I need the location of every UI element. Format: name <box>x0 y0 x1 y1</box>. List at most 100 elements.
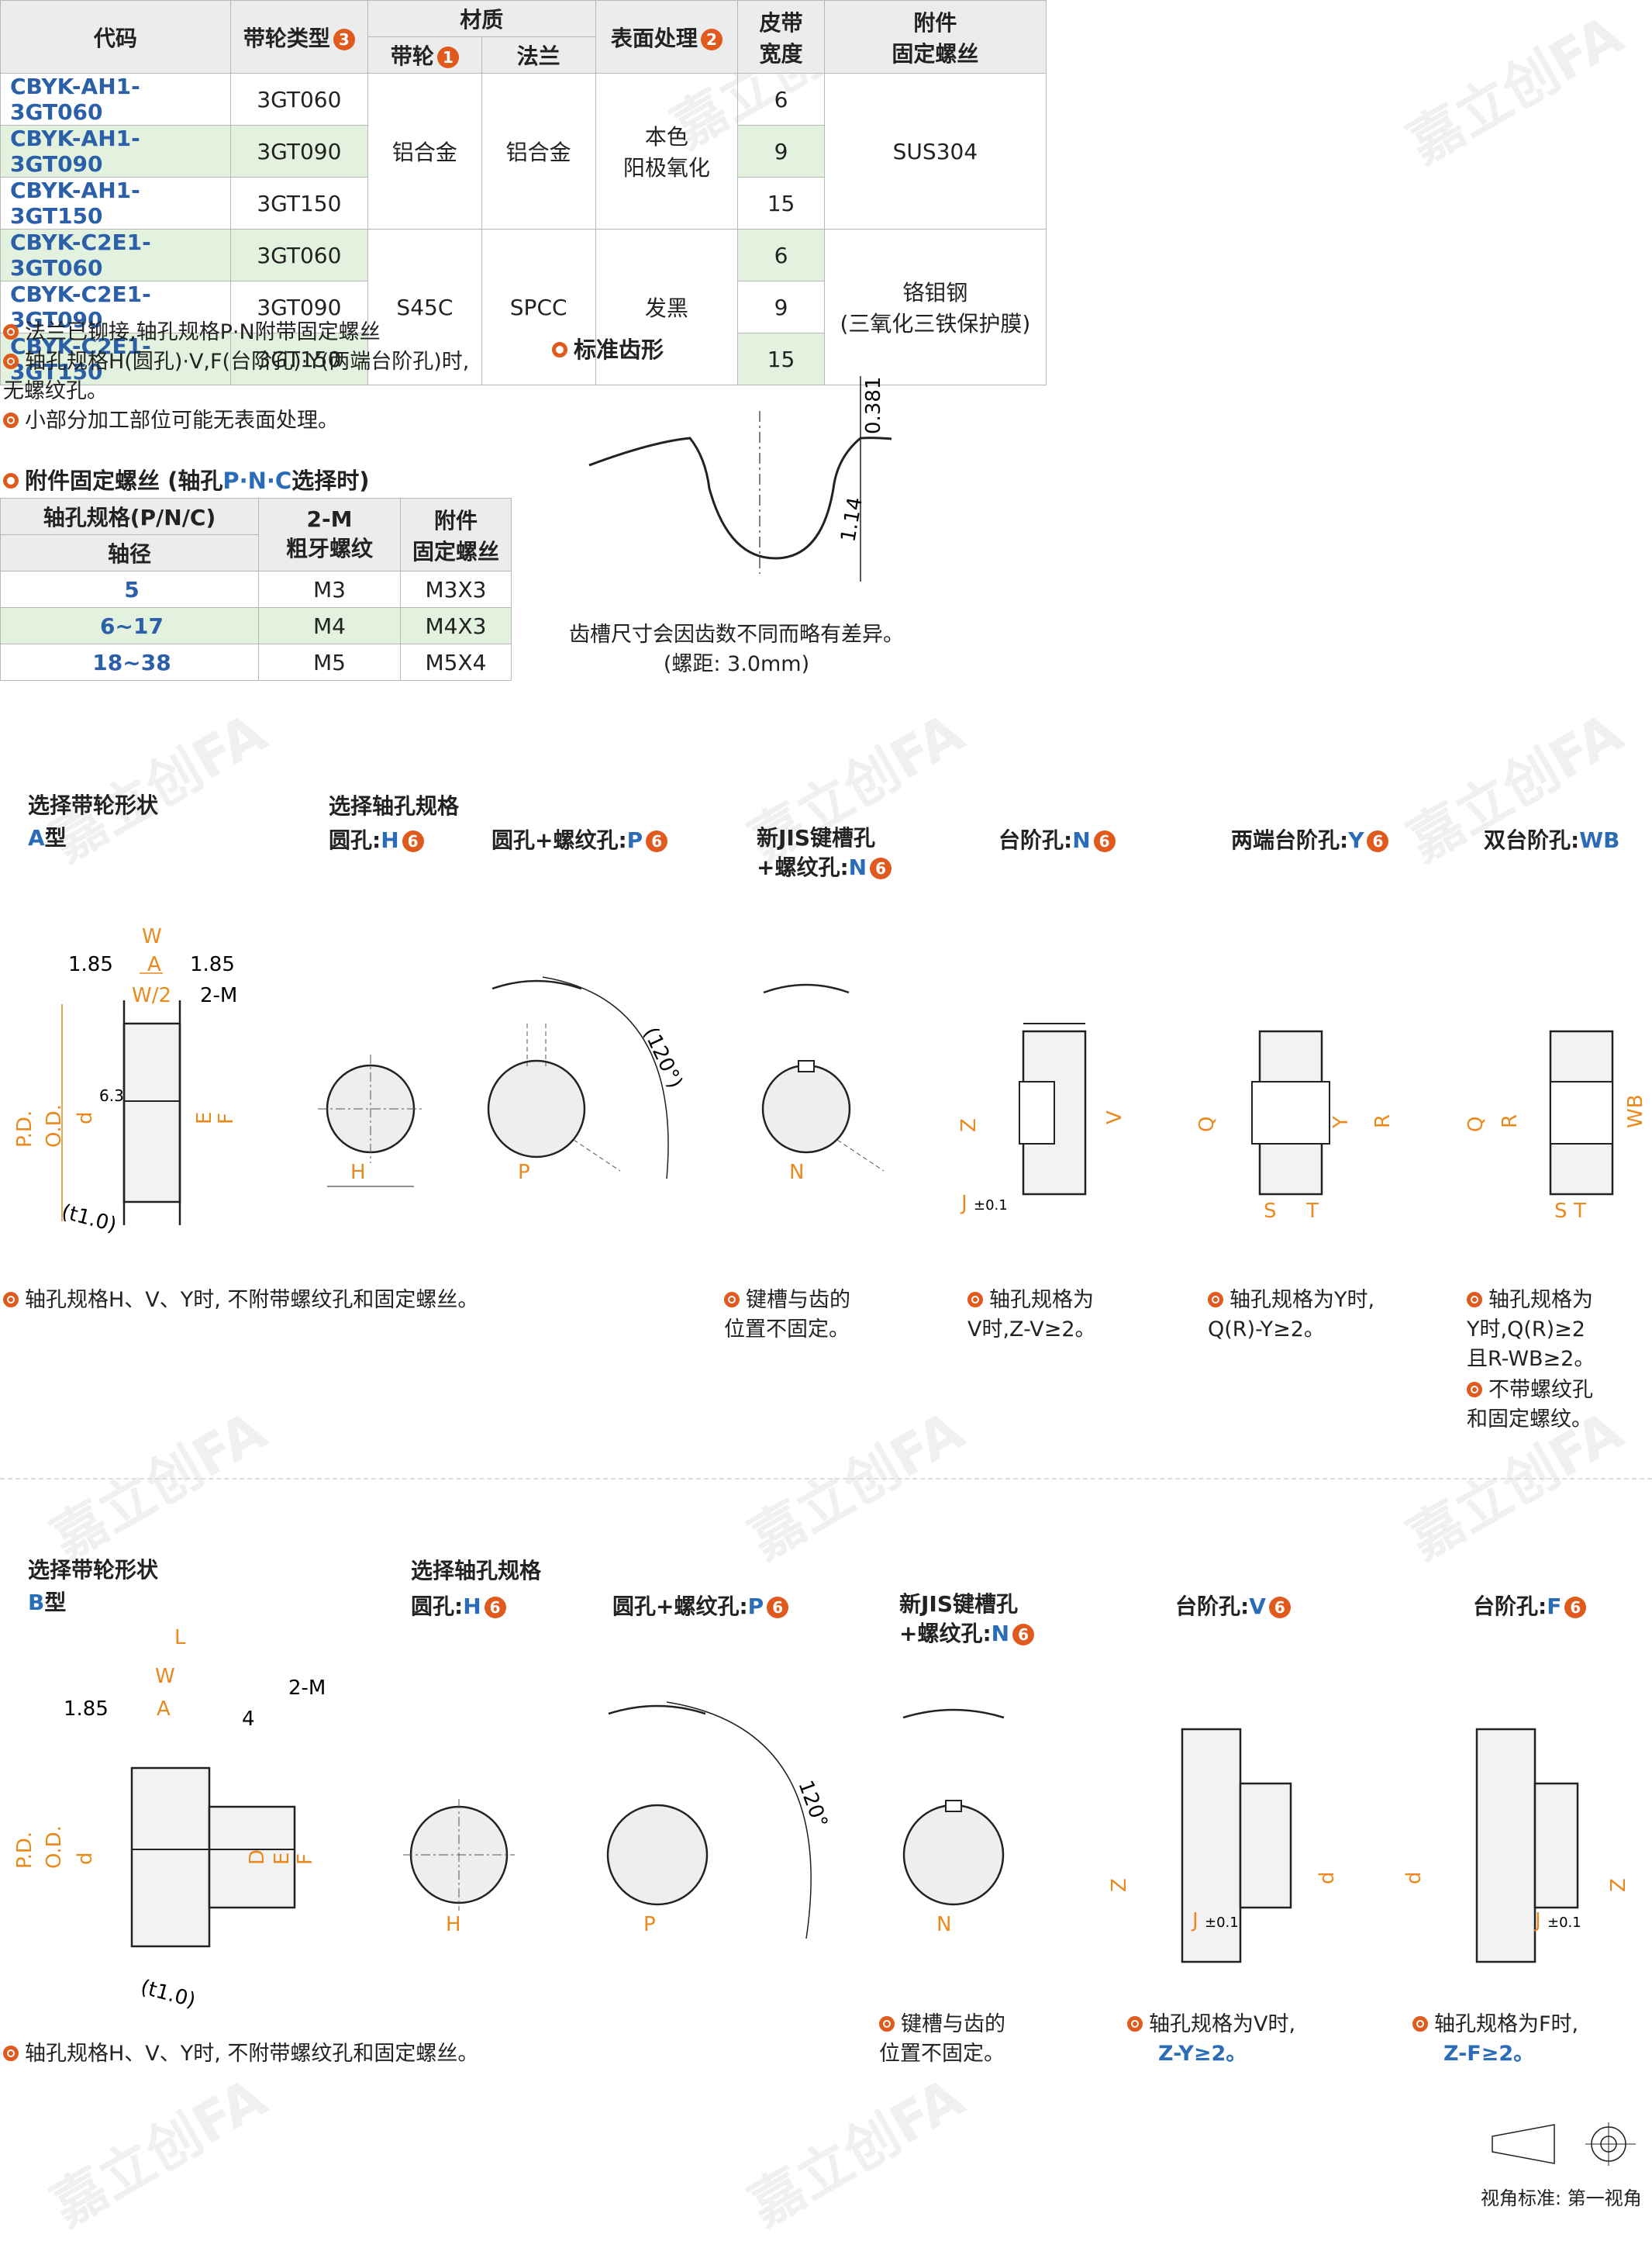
cell-flange: 铝合金 <box>481 73 596 230</box>
dim-q: Q <box>1195 1117 1219 1132</box>
tooth-dim-1: 0.381 <box>862 377 885 434</box>
dim-bh: H <box>446 1913 461 1936</box>
tooth-profile-drawing: 0.381 1.14 <box>588 376 892 582</box>
section-a-note-4: 轴孔规格为Y时, Q(R)-Y≥2。 <box>1208 1288 1375 1341</box>
cell-screw: 铬钼钢 (三氧化三铁保护膜) <box>823 229 1047 385</box>
section-a-note-6: 不带螺纹孔 和固定螺纹。 <box>1467 1378 1593 1431</box>
bullet-icon <box>879 2015 895 2032</box>
bullet-icon <box>3 412 19 428</box>
tooth-note: 齿槽尺寸会因齿数不同而略有差异。(螺距: 3.0mm) <box>569 623 904 676</box>
section-divider <box>0 1478 1652 1480</box>
cell-width: 15 <box>737 177 825 230</box>
pulley-a-side: W A W/2 1.85 1.85 2-M P.D. O.D. d 6.3 E … <box>13 925 238 1237</box>
section-a-note-3: 轴孔规格为 V时,Z-V≥2。 <box>967 1288 1096 1341</box>
cell-code: CBYK-C2E1-3GT150 <box>0 333 231 385</box>
dim-bj: J <box>1191 1909 1198 1932</box>
cell-dia: 6~17 <box>0 607 259 644</box>
section-b-note-1: 轴孔规格H、V、Y时, 不附带螺纹孔和固定螺丝。 <box>3 2039 478 2069</box>
note-item: 法兰已铆接,轴孔规格P·N附带固定螺丝 <box>3 318 538 347</box>
bullet-icon <box>3 2045 19 2061</box>
bullet-icon <box>3 353 19 369</box>
cell-m: M5 <box>258 644 401 681</box>
dim-y: Y <box>1330 1116 1353 1129</box>
cell-width: 6 <box>737 229 825 281</box>
bore-b-h-drawing: H <box>403 1799 515 1936</box>
cell-code: CBYK-C2E1-3GT090 <box>0 281 231 333</box>
dim-q2: Q <box>1464 1117 1488 1132</box>
bullet-icon <box>1467 1291 1482 1307</box>
bore-b-f-drawing: d Z J ±0.1 <box>1402 1728 1630 1963</box>
dim-w2: W/2 <box>132 984 171 1007</box>
dim-f: F <box>215 1113 238 1124</box>
cell-surface: 本色 阳极氧化 <box>595 73 739 230</box>
dim-j01: ±0.1 <box>974 1197 1008 1214</box>
projection-symbol-icon <box>1492 2122 1636 2166</box>
dim-bfj: J <box>1533 1909 1541 1932</box>
dim-bn: N <box>936 1913 951 1936</box>
dim-185a: 1.85 <box>68 953 113 976</box>
section-a-note-2: 键槽与齿的 位置不固定。 <box>724 1288 850 1341</box>
cell-type: 3GT150 <box>229 177 369 230</box>
cell-width: 9 <box>737 281 825 333</box>
section-b-note-3: 轴孔规格为V时, Z-Y≥2。 <box>1127 2010 1295 2069</box>
th-dia: 轴径 <box>0 534 259 571</box>
section-b-note-4: 轴孔规格为F时, Z-F≥2。 <box>1412 2010 1578 2069</box>
bullet-icon <box>1467 1381 1482 1397</box>
bore-wb: 双台阶孔:WB <box>1484 827 1620 853</box>
dim-bj01: ±0.1 <box>1205 1915 1239 1931</box>
dim-angle: (120°) <box>639 1024 687 1092</box>
bullet-icon <box>3 473 19 489</box>
bore-b-n-drawing: N <box>902 1708 1005 1936</box>
cell-type: 3GT090 <box>229 125 369 178</box>
dim-bD: D <box>246 1849 269 1865</box>
section-b-drawings: L W A 1.85 4 2-M P.D. O.D. d D E F (t1.0… <box>13 1628 1630 2012</box>
dim-be: E <box>271 1853 294 1865</box>
dim-185b: 1.85 <box>190 953 235 976</box>
dim-bd: d <box>74 1852 97 1865</box>
badge: 1 <box>436 47 459 68</box>
dim-b2m: 2-M <box>288 1676 326 1700</box>
cell-s: M5X4 <box>400 644 512 681</box>
dim-bangle: 120° <box>793 1777 832 1831</box>
note-item: 轴孔规格H(圆孔)·V,F(台阶孔)·Y(两端台阶孔)时, 无螺纹孔。 <box>3 350 470 403</box>
badge: 2 <box>700 28 723 50</box>
dim-s: S <box>1264 1200 1277 1223</box>
watermark: 嘉立创FA <box>738 2065 974 2239</box>
bore-y-drawing: Q Y R S T <box>1195 1030 1395 1223</box>
cell-code: CBYK-C2E1-3GT060 <box>0 229 231 281</box>
tooth-title: 标准齿形 <box>552 332 664 364</box>
dim-b185: 1.85 <box>64 1697 109 1721</box>
cell-m: M3 <box>258 571 401 608</box>
th-belt-width: 皮带 宽度 <box>737 0 825 74</box>
section-b-bore-label: 选择轴孔规格 <box>411 1558 542 1583</box>
dim-bp: P <box>643 1913 656 1936</box>
dim-2m: 2-M <box>200 984 237 1007</box>
cell-width: 9 <box>737 125 825 178</box>
cell-width: 6 <box>737 73 825 126</box>
dim-bf: F <box>294 1853 317 1865</box>
dim-bz: Z <box>1108 1878 1131 1892</box>
cell-type: 3GT150 <box>229 333 369 385</box>
dim-p: P <box>518 1161 530 1184</box>
section-a-note-1: 轴孔规格H、V、Y时, 不附带螺纹孔和固定螺丝。 <box>3 1286 478 1315</box>
watermark: 嘉立创FA <box>40 1398 277 1572</box>
dim-t: (t1.0) <box>59 1200 119 1238</box>
bore-n-drawing: N <box>761 983 885 1184</box>
cell-dia: 18~38 <box>0 644 259 681</box>
cell-flange: SPCC <box>481 229 596 385</box>
cell-s: M4X3 <box>400 607 512 644</box>
note-item: 小部分加工部位可能无表面处理。 <box>3 406 538 436</box>
bore-p-drawing: (120°) P <box>487 976 687 1184</box>
dim-n: N <box>789 1161 804 1184</box>
dim-tt: T <box>1305 1200 1319 1223</box>
